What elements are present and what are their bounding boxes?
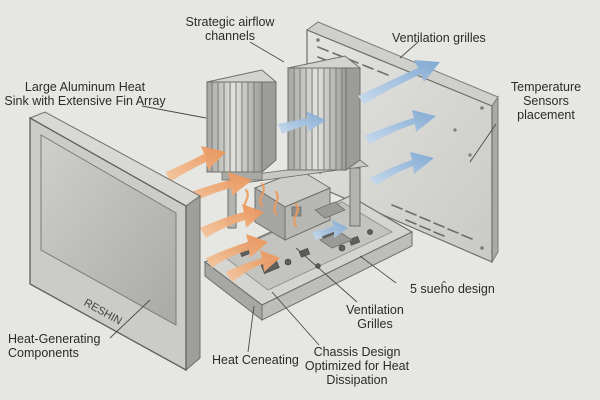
label-temperature-sensors: Temperature Sensors placement bbox=[510, 80, 582, 122]
label-heat-generating-components: Heat-Generating Components bbox=[8, 332, 101, 360]
panel-screw-holes bbox=[316, 38, 484, 250]
label-chassis-design: Chassis Design Optimized for Heat Dissip… bbox=[304, 345, 410, 387]
heat-sink-left bbox=[205, 69, 278, 181]
leader-lines bbox=[109, 41, 497, 353]
cool-airflow-arrows bbox=[278, 60, 440, 240]
label-ventilation-grilles-top: Ventilation grilles bbox=[392, 31, 486, 45]
heat-wave-lines bbox=[243, 182, 299, 228]
panel-bottom-vent-slots bbox=[391, 204, 473, 240]
front-display bbox=[28, 111, 201, 372]
heat-sink-right bbox=[286, 55, 362, 171]
label-heat-sink: Large Aluminum Heat Sink with Extensive … bbox=[4, 80, 166, 108]
label-heat-generating-mislabel: Heat Ceneating bbox=[212, 353, 299, 367]
label-strategic-airflow: Strategic airflow channels bbox=[185, 15, 275, 43]
label-design-note: 5 sueĥo design bbox=[410, 282, 495, 296]
label-ventilation-grilles-bottom: Ventilation Grilles bbox=[346, 303, 404, 331]
